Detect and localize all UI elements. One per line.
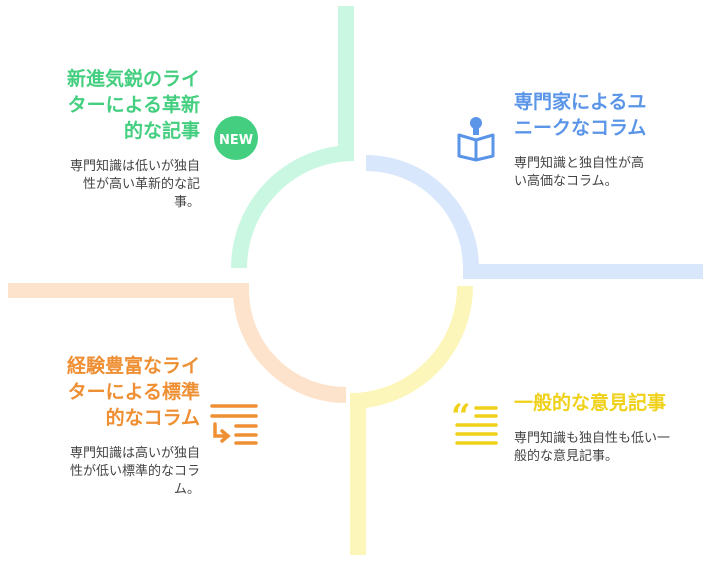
title-line: 専門家によるユ: [514, 91, 647, 113]
desc-line: 性が低い標準的なコラ: [69, 464, 200, 479]
new-badge-label: NEW: [219, 133, 253, 148]
bottom-left-horizontal-bar: [8, 283, 249, 298]
top-right-horizontal-bar: [463, 264, 703, 279]
desc-line: 事。: [173, 195, 200, 210]
quadrant-top-left: 新進気鋭のライ ターによる革新 的な記事 専門知識は低いが独自 性が高い革新的な…: [20, 66, 200, 212]
bottom-left-arc: [233, 289, 347, 403]
title-line: ニークなコラム: [514, 117, 647, 139]
quadrant-description: 専門知識と独自性が高 い高価なコラム。: [514, 155, 704, 191]
desc-line: 専門知識は高いが独自: [69, 446, 200, 461]
quadrant-bottom-left: 経験豊富なライ ターによる標準 的なコラム 専門知識は高いが独自 性が低い標準的…: [20, 353, 200, 499]
quadrant-title: 一般的な意見記事: [514, 390, 710, 416]
bottom-right-arc: [349, 285, 473, 409]
top-left-arc: [231, 145, 355, 269]
svg-text:“: “: [451, 397, 471, 437]
desc-line: 般的な意見記事。: [514, 449, 619, 464]
title-line: 経験豊富なライ: [66, 355, 200, 377]
title-line: 的な記事: [123, 120, 200, 142]
desc-line: い高価なコラム。: [514, 174, 618, 189]
desc-line: 専門知識も独自性も低い一: [514, 431, 671, 446]
top-right-arc: [365, 155, 479, 269]
quadrant-title: 新進気鋭のライ ターによる革新 的な記事: [20, 66, 200, 144]
title-line: 一般的な意見記事: [514, 392, 667, 414]
desc-line: ム。: [173, 482, 200, 497]
quote-icon: “: [451, 397, 498, 445]
quadrant-description: 専門知識も独自性も低い一 般的な意見記事。: [514, 430, 710, 466]
title-line: ターによる革新: [67, 94, 200, 116]
list-arrow-icon: [210, 404, 258, 445]
bottom-right-vertical-bar: [350, 397, 366, 555]
quadrant-title: 専門家によるユ ニークなコラム: [514, 89, 704, 141]
title-line: 新進気鋭のライ: [66, 68, 200, 90]
desc-line: 専門知識は低いが独自: [69, 159, 200, 174]
quadrant-description: 専門知識は高いが独自 性が低い標準的なコラ ム。: [20, 445, 200, 499]
quadrant-top-right: 専門家によるユ ニークなコラム 専門知識と独自性が高 い高価なコラム。: [514, 89, 704, 191]
desc-line: 性が高い革新的な記: [82, 177, 200, 192]
quadrant-title: 経験豊富なライ ターによる標準 的なコラム: [20, 353, 200, 431]
top-left-vertical-bar: [338, 6, 354, 157]
desc-line: 専門知識と独自性が高: [514, 156, 645, 171]
title-line: 的なコラム: [105, 407, 200, 429]
new-badge-icon: NEW: [214, 116, 258, 160]
title-line: ターによる標準: [67, 381, 200, 403]
quadrant-bottom-right: 一般的な意見記事 専門知識も独自性も低い一 般的な意見記事。: [514, 390, 710, 466]
quadrant-description: 専門知識は低いが独自 性が高い革新的な記 事。: [20, 158, 200, 212]
reading-person-icon: [457, 117, 495, 162]
